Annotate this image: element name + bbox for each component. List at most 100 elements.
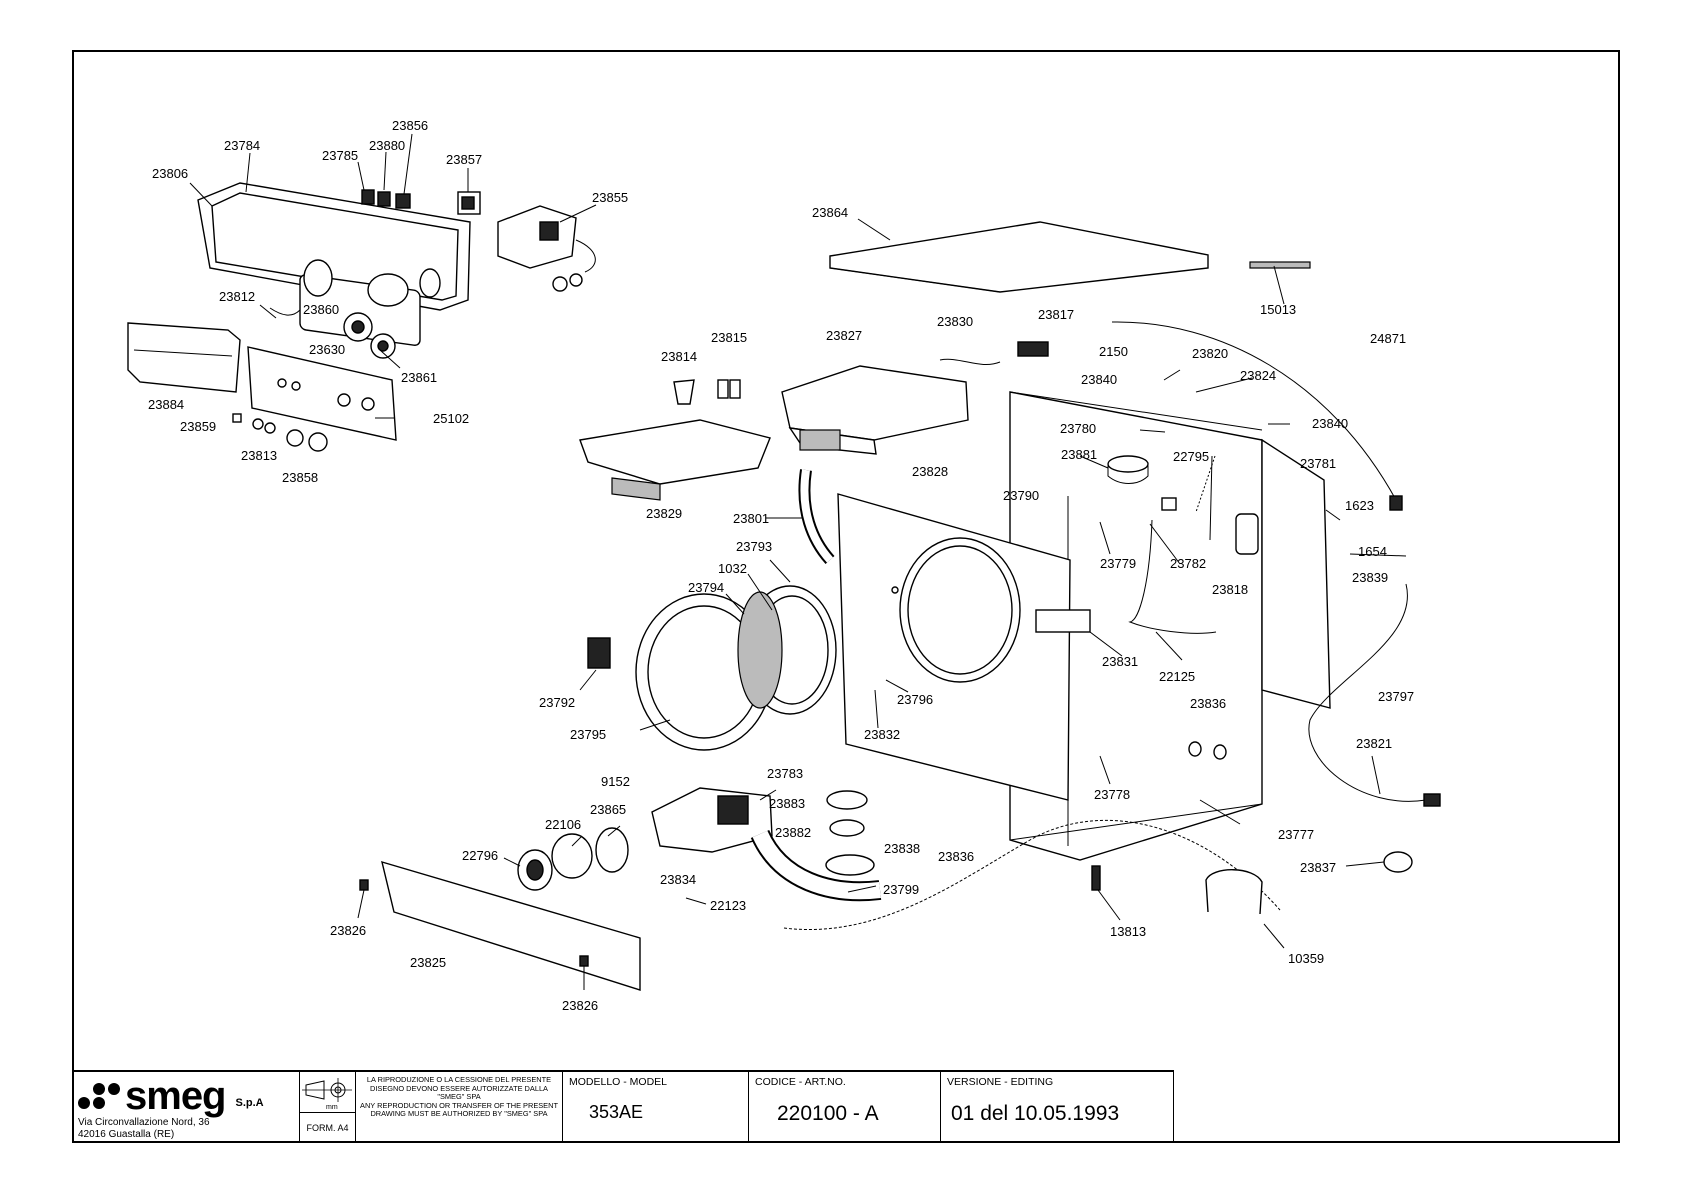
part-label: 23806 [152, 166, 188, 181]
valve-holders-23814-23815 [673, 379, 741, 405]
drawing-frame [72, 50, 1620, 1143]
door-interlock-23831 [1035, 609, 1091, 633]
part-label: 1032 [718, 561, 747, 576]
filter-cap-22796 [517, 849, 553, 891]
part-label: 23856 [392, 118, 428, 133]
part-label: 23825 [410, 955, 446, 970]
part-label: 22795 [1173, 449, 1209, 464]
version-caption: VERSIONE - EDITING [947, 1076, 1054, 1088]
door-gasket-23795 [635, 593, 773, 751]
dispenser-housing-23827 [781, 365, 969, 455]
part-label: 23840 [1312, 416, 1348, 431]
part-label: 23880 [369, 138, 405, 153]
leader-lines [189, 133, 1407, 990]
scale-unit: mm [326, 1104, 338, 1111]
part-label: 23824 [1240, 368, 1276, 383]
part-label: 24871 [1370, 331, 1406, 346]
control-knobs-23860-23861 [269, 307, 396, 359]
part-label: 23828 [912, 464, 948, 479]
part-label: 23813 [241, 448, 277, 463]
part-label: 23829 [646, 506, 682, 521]
solenoid-valve-23830-23817 [939, 341, 1049, 366]
part-label: 23881 [1061, 447, 1097, 462]
code-caption: CODICE - ART.NO. [755, 1076, 846, 1088]
part-label: 23790 [1003, 488, 1039, 503]
part-label: 23834 [660, 872, 696, 887]
part-label: 23836 [1190, 696, 1226, 711]
projection-symbol-block: mm FORM. A4 [300, 1072, 356, 1143]
part-label: 23778 [1094, 787, 1130, 802]
panel-frame-23784 [197, 182, 471, 346]
part-label: 23865 [590, 802, 626, 817]
part-label: 23838 [884, 841, 920, 856]
model-value: 353AE [589, 1102, 644, 1122]
gaskets-23883-23882-23838 [825, 790, 875, 876]
part-label: 23840 [1081, 372, 1117, 387]
power-cord-23821 [1308, 583, 1441, 807]
part-label: 23826 [330, 923, 366, 938]
part-label: 23815 [711, 330, 747, 345]
part-label: 9152 [601, 774, 630, 789]
programmer-timer-23855 [497, 205, 596, 292]
part-label: 23821 [1356, 736, 1392, 751]
part-label: 23882 [775, 825, 811, 840]
door-lock-23857 [457, 191, 481, 215]
address-line-2: 42016 Guastalla (RE) [78, 1129, 175, 1140]
front-control-panel-25102 [247, 346, 397, 441]
part-label: 23799 [883, 882, 919, 897]
part-label: 10359 [1288, 951, 1324, 966]
filter-gasket-22106-23865 [551, 827, 629, 879]
front-panel-23790 [837, 493, 1071, 801]
dispenser-drawer-23829 [579, 419, 771, 501]
version-field: VERSIONE - EDITING 01 del 10.05.1993 [941, 1072, 1174, 1143]
pressure-switch-23881 [1107, 455, 1149, 484]
code-field: CODICE - ART.NO. 220100 - A [749, 1072, 941, 1143]
part-label: 23830 [937, 314, 973, 329]
part-label: 23782 [1170, 556, 1206, 571]
part-label: 25102 [433, 411, 469, 426]
part-label: 23797 [1378, 689, 1414, 704]
part-label: 23820 [1192, 346, 1228, 361]
control-fascia-23884 [127, 322, 241, 393]
part-label: 23812 [219, 289, 255, 304]
model-caption: MODELLO - MODEL [569, 1076, 668, 1088]
part-label: 23818 [1212, 582, 1248, 597]
pump-hose-23799 [750, 829, 882, 902]
part-label: 23859 [180, 419, 216, 434]
part-label: 23857 [446, 152, 482, 167]
part-label: 23855 [592, 190, 628, 205]
part-label: 23783 [767, 766, 803, 781]
part-label: 23793 [736, 539, 772, 554]
copyright-notice: LA RIPRODUZIONE O LA CESSIONE DEL PRESEN… [356, 1072, 563, 1143]
model-field: MODELLO - MODEL 353AE [563, 1072, 749, 1143]
notice-italian: LA RIPRODUZIONE O LA CESSIONE DEL PRESEN… [366, 1075, 552, 1102]
kickplate-23825 [381, 860, 641, 991]
projection-symbol-icon: mm [302, 1078, 352, 1111]
wire-22125 [1128, 519, 1217, 634]
version-value: 01 del 10.05.1993 [951, 1102, 1120, 1125]
notice-english: ANY REPRODUCTION OR TRANSFER OF THE PRES… [360, 1100, 558, 1119]
part-label: 23861 [401, 370, 437, 385]
part-label: 23785 [322, 148, 358, 163]
part-label: 1654 [1358, 544, 1387, 559]
part-label: 23832 [864, 727, 900, 742]
form-format: FORM. A4 [306, 1123, 349, 1133]
part-label: 23780 [1060, 421, 1096, 436]
part-label: 22106 [545, 817, 581, 832]
capacitor-23818 [1235, 513, 1259, 555]
pump-assembly-23783 [651, 787, 773, 853]
part-label: 23831 [1102, 654, 1138, 669]
part-label: 23795 [570, 727, 606, 742]
part-label: 22123 [710, 898, 746, 913]
hose-23801 [798, 469, 835, 565]
part-label: 23858 [282, 470, 318, 485]
part-label: 23814 [661, 349, 697, 364]
smeg-logo-dots-icon [78, 1083, 121, 1109]
part-label: 23860 [303, 302, 339, 317]
part-label: 23777 [1278, 827, 1314, 842]
buttons-23813-23858 [232, 413, 328, 452]
inlet-hose-24871 [1111, 321, 1403, 511]
part-label: 23839 [1352, 570, 1388, 585]
part-label: 23630 [309, 342, 345, 357]
